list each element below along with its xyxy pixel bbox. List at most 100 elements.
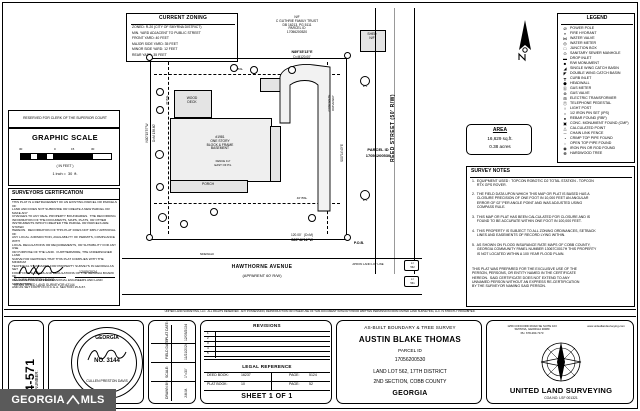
setback-line-side-west xyxy=(168,62,169,234)
certification-body: THIS PLAT IS A RETRACEMENT OF AN EXISTIN… xyxy=(12,200,117,290)
legend-item-label: FIRE HYDRANT xyxy=(570,30,597,35)
legend-item-label: GAS METER xyxy=(570,85,592,90)
revision-row-number: 2 xyxy=(207,335,209,340)
legend-symbol-icon: ○ xyxy=(563,110,567,116)
area-title: AREA xyxy=(492,127,508,133)
side-setback-label: 35' BSL xyxy=(165,94,169,106)
porch xyxy=(170,180,248,193)
legend-symbol-icon: ◤ xyxy=(563,70,567,76)
plat-book-value: 10 xyxy=(241,382,245,386)
legend-item-label: DROP INLET xyxy=(570,55,592,60)
survey-note-2: 2. THE FIELD DATA UPON WHICH THIS MAP OR… xyxy=(472,192,590,209)
copyright-bar: UNITED LAND SURVEYING, LLC. ALL RIGHTS R… xyxy=(4,309,636,317)
legend-item-label: DOUBLE WING CATCH BASIN xyxy=(570,70,621,75)
ips-label-south: IPS xyxy=(362,198,368,202)
ips-marker-sw xyxy=(146,234,153,241)
legend-item-label: CURB INLET xyxy=(570,75,592,80)
legend-symbol-icon: ◉ xyxy=(563,145,567,151)
tree-symbol xyxy=(250,66,258,74)
legend-item: ▣CONC. MONUMENT FOUND (CMF) xyxy=(561,121,635,126)
compass-rose-icon xyxy=(540,342,582,382)
mls-text-a: GEORGIA xyxy=(11,394,65,406)
sidewalk-label: SIDEWALK xyxy=(199,252,215,256)
legend-symbol-icon: Ⓖ xyxy=(563,85,567,91)
legend-item-label: CALCULATED POINT xyxy=(570,125,606,130)
driveway-label: CONCRETE DRIVEWAY xyxy=(327,94,335,112)
firm-license: COA NO. LSF 001321 xyxy=(544,396,578,400)
tree-symbol xyxy=(210,208,218,216)
legend-item: ⊞ELECTRIC TRANSFORMER xyxy=(561,96,635,101)
zoning-line: MIN. YARD ADJACENT TO PUBLIC STREET xyxy=(132,30,201,35)
firm-name: UNITED LAND SURVEYING xyxy=(509,386,613,395)
hawthorne-avenue-rw: (APPARENT 60' R/W) xyxy=(242,273,282,278)
scale-ratio: 1 inch = 30 ft. xyxy=(52,172,78,176)
lot-boundary xyxy=(150,58,347,240)
east-bearing-label: S00°14'43"E xyxy=(340,144,344,162)
reed-street-label: REED STREET (50' R/W) xyxy=(390,93,396,163)
field-date-value: 11/21/2024 xyxy=(184,343,188,360)
revision-row-divider xyxy=(204,356,330,357)
scale-value: 1"=30' xyxy=(184,368,188,379)
survey-note-1: 1. EQUIPMENT USED : TOPCON ROBOTIC D2 TO… xyxy=(472,179,594,188)
survey-note-3: 3. THIS MAP OR PLAT HAS BEEN CALCULATED … xyxy=(472,215,591,224)
surveyor-signature xyxy=(18,264,64,276)
parcel-id-label: PARCEL ID xyxy=(398,348,422,353)
legend-item-label: HARDWOOD TREE xyxy=(570,150,603,155)
legend-symbol-icon: ⋈ xyxy=(563,35,567,41)
hawthorne-avenue-label: HAWTHORNE AVENUE xyxy=(231,264,293,270)
project-title-block: AS-BUILT BOUNDARY & TREE SURVEY AUSTIN B… xyxy=(336,320,482,404)
legend-symbol-icon: Ⓣ xyxy=(563,100,567,106)
legend-symbol-icon: ❁ xyxy=(563,150,567,156)
firm-block: 1259 CONCORD ROAD SE SUITE 103 SMYRNA, G… xyxy=(486,320,634,404)
ips-marker-road-south xyxy=(360,190,370,200)
clerk-reserved-box: RESERVED FOR CLERK OF THE SUPERIOR COURT xyxy=(8,110,120,128)
legal-reference-title: LEGAL REFERENCE xyxy=(242,364,292,369)
legend-symbol-icon: ¤ xyxy=(563,30,567,36)
legend-symbol-icon: ◔ xyxy=(563,135,567,141)
legend-item-label: IRON PIN OR ROD FOUND xyxy=(570,145,616,150)
plat-page-label: PAGE: xyxy=(289,382,300,386)
legend-item: ■R/W MONUMENT xyxy=(561,61,635,66)
seal-signature xyxy=(87,349,127,361)
legend-item-label: TELEPHONE PEDESTAL xyxy=(570,100,612,105)
graphic-scale-box: GRAPHIC SCALE 30 0 15 30 ( IN FEET ) 1 i… xyxy=(8,128,120,186)
legend-symbol-icon: ◎ xyxy=(563,40,567,46)
zoning-line: ZONED: R-20 (CITY OF SMYRNA DISTRICT) xyxy=(132,25,202,29)
scale-bar xyxy=(20,153,112,160)
zoning-line: MINOR SIDE YARD: 12 FEET xyxy=(132,47,178,52)
copyright-text: UNITED LAND SURVEYING, LLC. ALL RIGHTS R… xyxy=(164,310,476,313)
certification-signer-title: REGISTERED LAND SURVEYOR #2144 xyxy=(14,283,75,287)
legend-item: □JUNCTION BOX xyxy=(561,46,635,51)
area-sqft: 16,629 sq.ft. xyxy=(487,136,513,141)
legend-symbol-icon: ◢ xyxy=(563,65,567,71)
tree-symbol xyxy=(156,183,164,191)
survey-drawing-area: N/F C GUTHRIE FAMILY TRUST DB 16213, PG … xyxy=(122,8,512,308)
ips-label-north: IPS xyxy=(362,84,368,88)
area-box: AREA 16,629 sq.ft. 0.38 acres xyxy=(466,124,532,155)
legend-item: ●REBAR FOUND (RBF) xyxy=(561,116,635,121)
legend-item: △CALCULATED POINT xyxy=(561,126,635,131)
subject-parcel-id: 17056200530 xyxy=(365,153,391,158)
legend-item-label: WATER VALVE xyxy=(570,35,595,40)
legend-item: ¤FIRE HYDRANT xyxy=(561,31,635,36)
legend-symbol-icon: ⬟ xyxy=(563,80,567,86)
legend-item-label: POWER POLE xyxy=(570,25,595,30)
tree-symbol xyxy=(230,64,238,72)
deed-page-value: 5124 xyxy=(309,373,317,377)
revision-row-number: 3 xyxy=(207,340,209,345)
legend-symbol-icon: ▬ xyxy=(563,55,567,61)
legend-item: ▬DROP INLET xyxy=(561,56,635,61)
legend-title: LEGEND xyxy=(586,15,608,21)
ips-marker-ne xyxy=(344,52,351,59)
north-distance-label: D=M120.00' xyxy=(293,55,311,59)
legend-item: ◤DOUBLE WING CATCH BASIN xyxy=(561,71,635,76)
legend-symbol-icon: ▣ xyxy=(563,120,567,126)
legend-symbol-icon: ♀ xyxy=(563,105,567,111)
survey-type: AS-BUILT BOUNDARY & TREE SURVEY xyxy=(364,325,456,330)
date-scale-block: PLAT DATE: 12/05/2024 FIELD DATE: 11/21/… xyxy=(148,320,196,404)
plat-date-label: PLAT DATE: xyxy=(165,321,169,340)
clerk-reserved-label: RESERVED FOR CLERK OF THE SUPERIOR COURT xyxy=(23,116,107,120)
